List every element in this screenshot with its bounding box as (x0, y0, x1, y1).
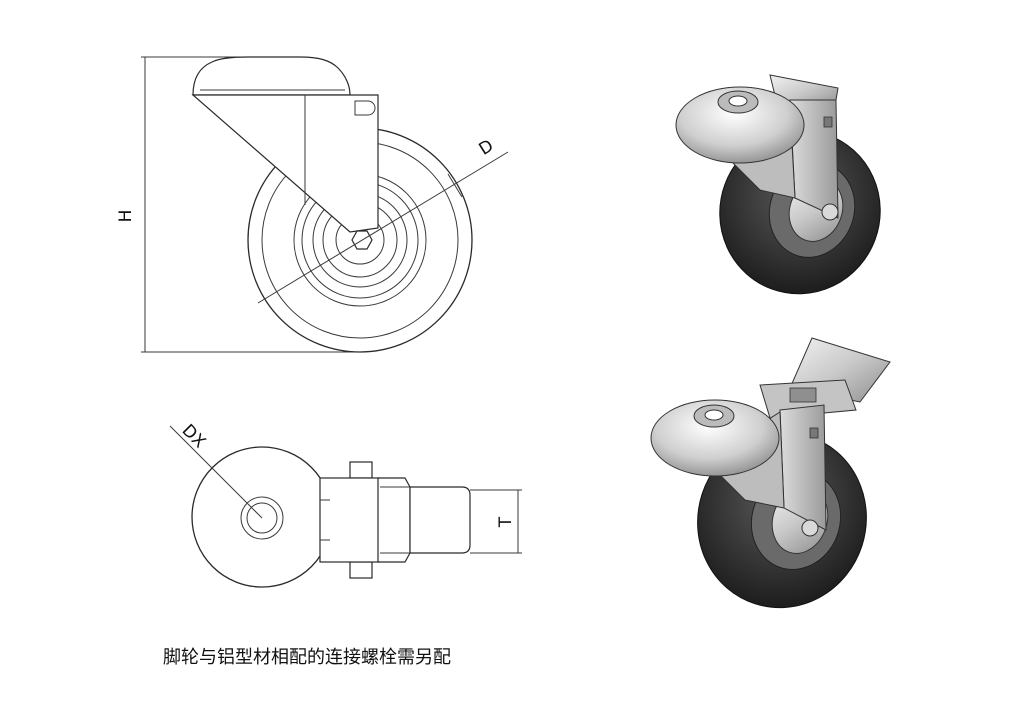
mount-hole-outer (240, 496, 284, 540)
side-view-drawing: H D (116, 56, 509, 353)
bracket-plate (319, 477, 381, 563)
hole-diameter-label: DX (178, 421, 210, 453)
tread-width-dimension: T (470, 489, 522, 554)
swivel-dome (650, 399, 780, 477)
caster-render-brake (650, 337, 891, 609)
height-dimension: H (116, 56, 362, 353)
bracket-fork-side (377, 477, 411, 563)
diameter-dimension-line (257, 151, 509, 304)
bracket-top-view (319, 461, 471, 579)
swivel-bracket-side (191, 56, 379, 250)
axle-bolt (801, 519, 819, 537)
height-label: H (116, 210, 136, 223)
wheel-front-circle (191, 446, 333, 588)
hole-diameter-dimension: DX (169, 421, 263, 519)
swivel-dome (675, 86, 805, 164)
tread-width-label: T (496, 516, 516, 528)
mount-hole-inner (246, 502, 278, 534)
bracket-slot (809, 427, 819, 439)
wheel-tread-block (409, 486, 471, 554)
bolt-hole (728, 95, 748, 107)
diameter-tick (447, 173, 463, 198)
front-view-drawing: DX T (169, 421, 522, 588)
drawing-note: 脚轮与铝型材相配的连接螺栓需另配 (163, 647, 451, 668)
bolt-hole (704, 409, 724, 421)
axle-bolt (821, 203, 839, 221)
brake-latch (789, 387, 817, 403)
bracket-slot-hole (354, 100, 376, 116)
top-plate-dome (192, 56, 351, 96)
diameter-label: D (475, 136, 497, 160)
caster-render-standard (675, 74, 881, 295)
bracket-leg (191, 94, 379, 233)
top-nut (349, 461, 373, 479)
hole-diameter-line (169, 425, 263, 519)
bottom-nut (349, 561, 373, 579)
bracket-slot (823, 116, 833, 128)
